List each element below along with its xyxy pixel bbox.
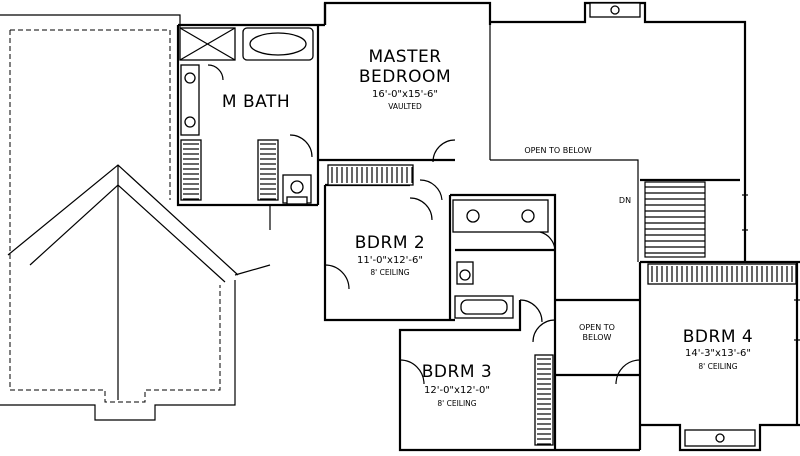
open-to-below-main: OPEN TO BELOW [524, 146, 591, 155]
master-bath-fixtures [179, 27, 314, 205]
hall-bath-fixtures [452, 199, 549, 319]
open-to-below-small-2: BELOW [583, 333, 612, 342]
bedroom4-dims: 14'-3"x13'-6" [685, 348, 751, 359]
bedroom2-dims: 11'-0"x12'-6" [357, 255, 423, 266]
bedroom4-label: BDRM 4 14'-3"x13'-6" 8' CEILING [683, 327, 753, 371]
bedroom4-name: BDRM 4 [683, 327, 753, 347]
master-bedroom-dims: 16'-0"x15'-6" [372, 89, 438, 100]
windows [589, 2, 800, 447]
door-swings [207, 64, 641, 385]
bedroom3-name: BDRM 3 [422, 362, 492, 382]
master-bedroom-name-2: BEDROOM [359, 67, 451, 87]
bedroom3-label: BDRM 3 12'-0"x12'-0" 8' CEILING [422, 362, 492, 408]
closet-hatching [183, 143, 793, 445]
master-bedroom-label: MASTER BEDROOM 16'-0"x15'-6" VAULTED [359, 47, 451, 111]
closets [180, 139, 797, 446]
stair-down-label: DN [619, 196, 631, 205]
master-bedroom-name-1: MASTER [368, 47, 441, 67]
bedroom3-dims: 12'-0"x12'-0" [424, 385, 490, 396]
bedroom2-note: 8' CEILING [370, 268, 409, 277]
master-bedroom-note: VAULTED [388, 102, 422, 111]
bedroom3-note: 8' CEILING [437, 399, 476, 408]
stairs [644, 181, 706, 258]
master-bath-label: M BATH [222, 92, 290, 112]
bedroom2-label: BDRM 2 11'-0"x12'-6" 8' CEILING [355, 233, 425, 277]
bedroom2-name: BDRM 2 [355, 233, 425, 253]
roof-outline [0, 14, 271, 421]
bedroom4-note: 8' CEILING [698, 362, 737, 371]
open-to-below-small-1: OPEN TO [579, 323, 615, 332]
